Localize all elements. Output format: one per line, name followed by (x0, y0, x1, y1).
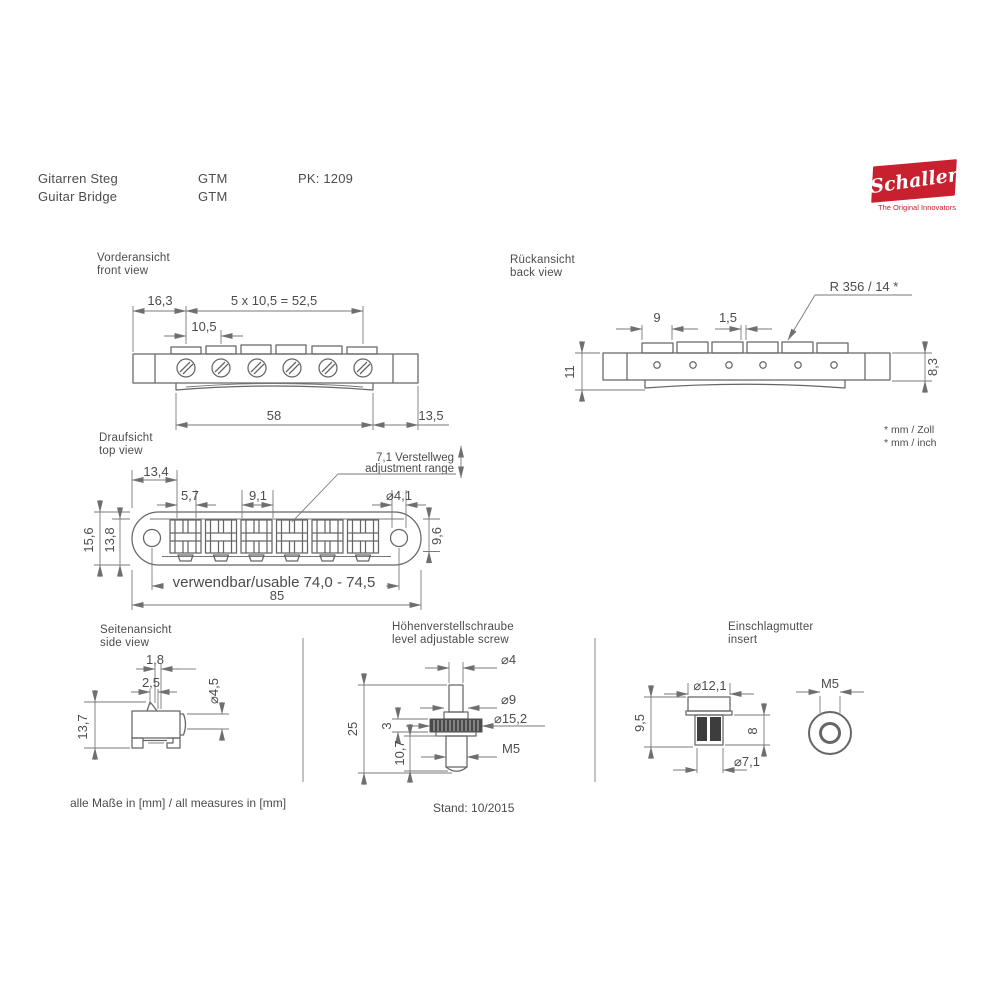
unit-footnote-en: * mm / inch (884, 437, 937, 449)
insert-dim-dia71: ⌀7,1 (734, 754, 760, 769)
back-dim-radius: R 356 / 14 * (830, 279, 899, 294)
side-view-label: Seitenansicht side view (100, 624, 172, 650)
back-dim-height-left: 11 (562, 365, 577, 379)
side-view-label-en: side view (100, 637, 150, 649)
top-dim-width-outer: 15,6 (81, 527, 96, 552)
product-model-en: GTM (198, 189, 228, 204)
screw-dim-dia4: ⌀4 (501, 652, 516, 667)
screw-view-label-en: level adjustable screw (392, 634, 509, 646)
top-adjust-en: adjustment range (365, 463, 454, 475)
top-view-label-en: top view (99, 445, 143, 457)
back-view-drawing: 9 1,5 R 356 / 14 * 11 8,3 (562, 279, 940, 402)
back-view-label-de: Rückansicht (510, 254, 575, 266)
side-dim-height: 13,7 (75, 714, 90, 739)
screw-dim-dia9: ⌀9 (501, 692, 516, 707)
top-saddle (311, 519, 344, 562)
insert-drawing: ⌀12,1 9,5 8 ⌀7,1 M5 (632, 676, 864, 773)
product-title-en: Guitar Bridge (38, 189, 118, 204)
back-dim-gap: 1,5 (719, 310, 737, 325)
product-model-de: GTM (198, 171, 228, 186)
screw-dim-lower: 10,7 (392, 740, 407, 765)
insert-view-label-de: Einschlagmutter (728, 621, 814, 633)
insert-dim-thread: M5 (821, 676, 839, 691)
top-dim-end: 13,4 (143, 464, 168, 479)
top-dim-length: 85 (270, 588, 284, 603)
top-saddle (240, 519, 273, 562)
top-saddle (169, 519, 202, 562)
top-dim-width-right: 9,6 (429, 527, 444, 545)
screw-drawing: ⌀4 ⌀9 ⌀15,2 M5 25 3 10,7 (345, 652, 545, 785)
screw-view-label-de: Höhenverstellschraube (392, 621, 514, 633)
back-dim-saddle: 9 (653, 310, 660, 325)
top-saddle (204, 519, 238, 562)
back-dim-height-right: 8,3 (925, 358, 940, 376)
product-pk: PK: 1209 (298, 171, 354, 186)
side-dim-25: 2,5 (142, 675, 160, 690)
insert-dim-h95: 9,5 (632, 714, 647, 732)
back-view-label: Rückansicht back view (510, 254, 575, 280)
unit-footnote-de: * mm / Zoll (884, 424, 935, 436)
insert-view-label-en: insert (728, 634, 758, 646)
top-view-drawing: 13,4 5,7 9,1 ⌀4,1 7,1 Verstellweg adjust… (81, 445, 464, 610)
screw-view-label: Höhenverstellschraube level adjustable s… (392, 621, 514, 647)
top-dim-usable: verwendbar/usable 74,0 - 74,5 (173, 574, 376, 591)
top-adjust-de: 7,1 Verstellweg (376, 452, 454, 464)
top-saddle (346, 519, 380, 562)
product-title: Gitarren Steg Guitar Bridge (38, 170, 118, 206)
front-dim-tail: 13,5 (418, 408, 443, 423)
schaller-tagline: The Original Innovators (878, 203, 956, 212)
top-dim-saddle-w: 9,1 (249, 488, 267, 503)
front-dim-base: 58 (267, 408, 281, 423)
side-view-label-de: Seitenansicht (100, 624, 172, 636)
screw-dim-len: 25 (345, 722, 360, 736)
top-view-label-de: Draufsicht (99, 432, 153, 444)
screw-dim-thread: M5 (502, 741, 520, 756)
insert-dim-dia121: ⌀12,1 (693, 678, 726, 693)
front-dim-offset: 16,3 (147, 293, 172, 308)
product-title-de: Gitarren Steg (38, 171, 118, 186)
top-saddle (275, 519, 309, 562)
insert-view-label: Einschlagmutter insert (728, 621, 813, 647)
front-dim-pitch-total: 5 x 10,5 = 52,5 (231, 293, 317, 308)
top-dim-width-inner: 13,8 (102, 527, 117, 552)
side-view-drawing: 13,7 1,8 2,5 ⌀4,5 (75, 652, 229, 760)
top-dim-hole: ⌀4,1 (386, 488, 412, 503)
front-view-label-de: Vorderansicht (97, 252, 170, 264)
screw-dim-disc: 3 (379, 722, 394, 729)
revision-date: Stand: 10/2015 (433, 801, 515, 815)
front-view-label: Vorderansicht front view (97, 252, 170, 278)
side-dim-18: 1,8 (146, 652, 164, 667)
front-view-drawing: 16,3 5 x 10,5 = 52,5 10,5 58 13,5 (132, 293, 449, 430)
measures-note: alle Maße in [mm] / all measures in [mm] (70, 796, 287, 810)
insert-dim-h8: 8 (745, 727, 760, 734)
top-view-label: Draufsicht top view (99, 432, 153, 458)
front-dim-pitch: 10,5 (191, 319, 216, 334)
product-model: GTM GTM (198, 170, 227, 206)
front-view-label-en: front view (97, 265, 149, 277)
side-dim-dia: ⌀4,5 (206, 678, 221, 704)
unit-footnote: * mm / Zoll * mm / inch (884, 424, 937, 450)
top-dim-screw: 5,7 (181, 488, 199, 503)
schaller-logo: Schaller The Original Innovators (869, 159, 962, 212)
screw-dim-dia152: ⌀15,2 (494, 711, 527, 726)
back-view-label-en: back view (510, 267, 563, 279)
